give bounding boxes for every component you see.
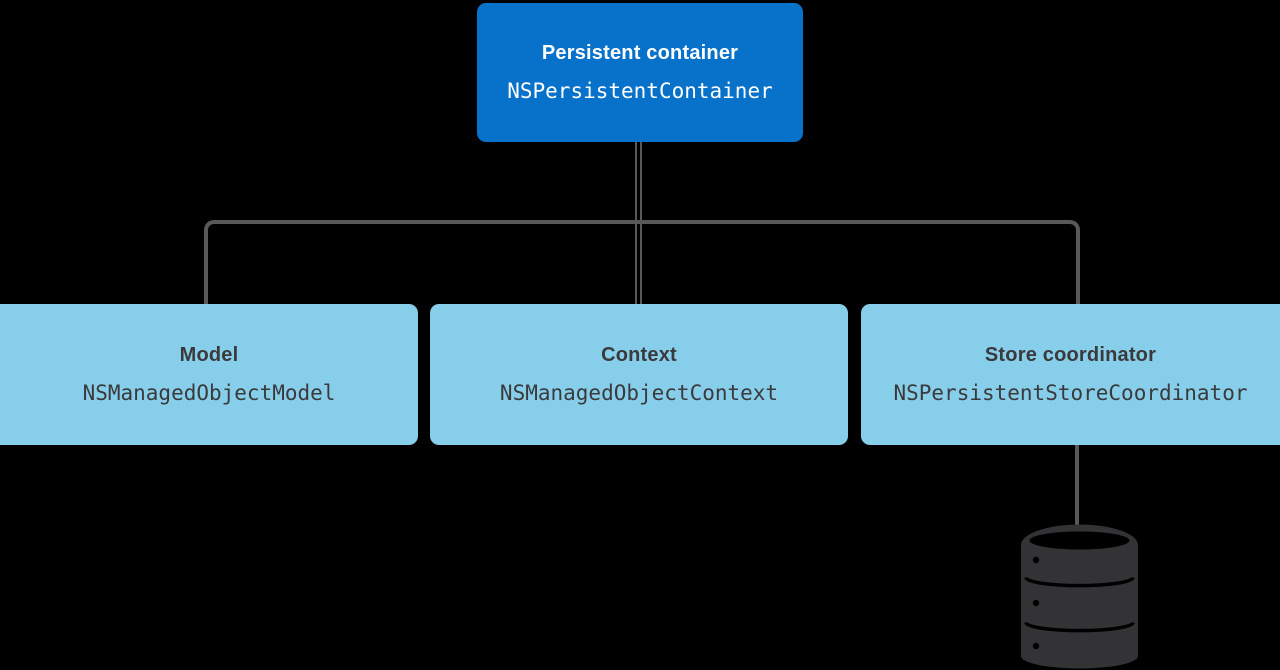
node-code: NSPersistentStoreCoordinator <box>893 381 1248 405</box>
node-title: Context <box>601 344 677 366</box>
node-code: NSManagedObjectContext <box>499 381 779 405</box>
node-context: Context NSManagedObjectContext <box>430 304 848 445</box>
connector-container-branches <box>204 220 1080 304</box>
node-model: Model NSManagedObjectModel <box>0 304 418 445</box>
node-title: Model <box>179 344 239 366</box>
node-store-coordinator: Store coordinator NSPersistentStoreCoord… <box>861 304 1280 445</box>
node-code: NSManagedObjectModel <box>82 381 336 405</box>
database-cylinder-icon <box>1021 524 1138 669</box>
node-persistent-container: Persistent container NSPersistentContain… <box>477 3 803 142</box>
node-title: Persistent container <box>541 42 739 64</box>
connector-store-to-database <box>1075 445 1079 527</box>
node-code: NSPersistentContainer <box>507 79 773 103</box>
node-title: Store coordinator <box>984 344 1157 366</box>
